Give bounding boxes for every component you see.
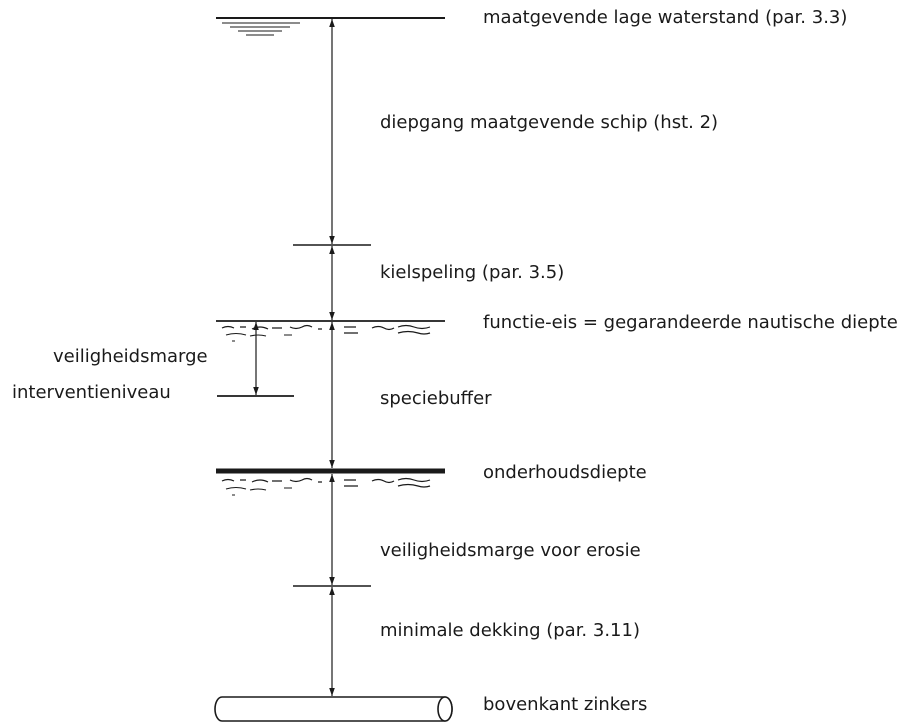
- label-functional-requirement: functie-eis = gegarandeerde nautische di…: [483, 312, 898, 333]
- label-minimum-cover: minimale dekking (par. 3.11): [380, 620, 640, 641]
- label-erosion-margin: veiligheidsmarge voor erosie: [380, 540, 641, 561]
- label-culvert-top: bovenkant zinkers: [483, 694, 648, 715]
- label-water-level: maatgevende lage waterstand (par. 3.3): [483, 7, 848, 28]
- culvert-pipe-icon: [214, 696, 453, 722]
- label-draught: diepgang maatgevende schip (hst. 2): [380, 112, 719, 133]
- dimension-arrows: [253, 19, 335, 696]
- label-sediment-buffer: speciebuffer: [380, 388, 492, 409]
- label-intervention-level: interventieniveau: [12, 382, 171, 403]
- label-maintenance-depth: onderhoudsdiepte: [483, 462, 647, 483]
- maintenance-depth-line: [216, 468, 445, 496]
- label-keel-clearance: kielspeling (par. 3.5): [380, 262, 565, 283]
- label-safety-margin: veiligheidsmarge: [53, 346, 208, 367]
- water-level-symbol: [216, 17, 445, 36]
- functional-requirement-line: [216, 320, 445, 342]
